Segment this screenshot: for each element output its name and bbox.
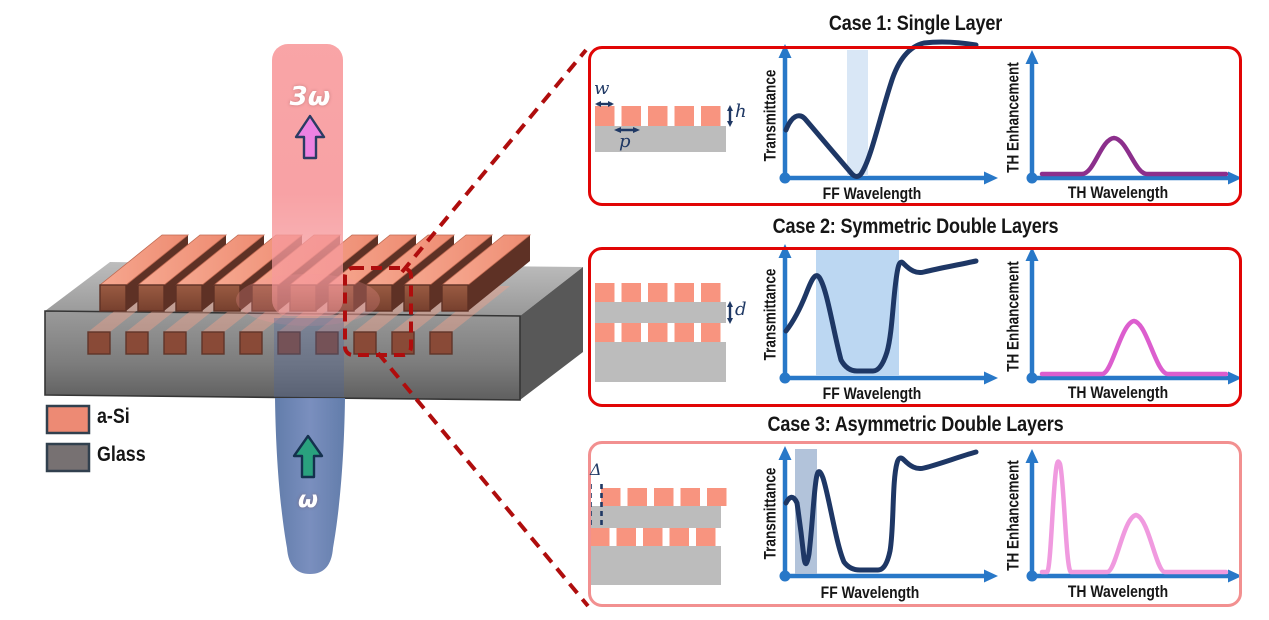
case1-transmittance-axis-label: Transmittance xyxy=(762,54,781,177)
schematic-a-si-square xyxy=(675,106,695,126)
plot-axis-set xyxy=(779,44,999,185)
case2-th-enhancement-axis-label: TH Enhancement xyxy=(1005,255,1024,378)
case2-spacer-label: d xyxy=(735,299,747,320)
case1-schematic xyxy=(595,101,733,152)
embedded-bar-front xyxy=(126,332,148,354)
schematic-a-si-square xyxy=(643,528,663,546)
case2-th-wavelength-axis-label: TH Wavelength xyxy=(1036,383,1200,403)
schematic-a-si-square xyxy=(707,488,727,506)
schematic-a-si-square xyxy=(590,528,610,546)
embedded-bar-front xyxy=(164,332,186,354)
case2-dimension-arrows xyxy=(727,301,733,324)
embedded-bar-front xyxy=(202,332,224,354)
case2-ff-wavelength-axis-label: FF Wavelength xyxy=(790,384,954,404)
schematic-a-si-square xyxy=(648,283,668,302)
schematic-a-si-square xyxy=(648,323,668,342)
case3-th-enhancement-axis-label: TH Enhancement xyxy=(1005,454,1024,577)
top-bar-front xyxy=(404,285,430,311)
schematic-a-si-square xyxy=(648,106,668,126)
input-beam-through-glass xyxy=(274,318,344,397)
case2-schematic xyxy=(595,283,733,382)
schematic-a-si-square xyxy=(595,323,615,342)
schematic-a-si-square xyxy=(622,283,642,302)
case3-ff-wavelength-axis-label: FF Wavelength xyxy=(788,583,952,603)
schematic-a-si-square xyxy=(654,488,674,506)
schematic-a-si-square xyxy=(622,323,642,342)
case3-transmittance-axis-label: Transmittance xyxy=(762,452,781,575)
top-bar-front xyxy=(214,285,240,311)
schematic-a-si-square xyxy=(675,283,695,302)
case1-transmittance-curve xyxy=(786,42,976,177)
case2-title: Case 2: Symmetric Double Layers xyxy=(634,215,1197,239)
schematic-a-si-square xyxy=(617,528,637,546)
schematic-a-si-square xyxy=(701,283,721,302)
case2-transmittance-axis-label: Transmittance xyxy=(762,253,781,376)
top-bar-front xyxy=(442,285,468,311)
top-bar-front xyxy=(176,285,202,311)
schematic-a-si-square xyxy=(628,488,648,506)
case3-schematic xyxy=(590,484,727,585)
schematic-a-si-square xyxy=(595,106,615,126)
case1-resonance-band xyxy=(847,50,868,176)
schematic-a-si-square xyxy=(601,488,621,506)
case1-th-enhancement-axis-label: TH Enhancement xyxy=(1005,56,1024,179)
top-bar-front xyxy=(138,285,164,311)
case1-width-label: w xyxy=(594,78,609,99)
legend-swatch-a-si xyxy=(47,406,89,433)
case2-th-enhancement-curve xyxy=(1042,321,1226,374)
input-beam xyxy=(275,398,345,574)
schematic-a-si-square xyxy=(681,488,701,506)
embedded-bar-front xyxy=(88,332,110,354)
output-beam-label: 3ω xyxy=(280,82,340,112)
case3-th-enhancement-curve xyxy=(1042,462,1226,573)
schematic-a-si-square xyxy=(701,106,721,126)
schematic-a-si-square xyxy=(696,528,716,546)
legend-label-a-si: a-Si xyxy=(97,405,130,429)
schematic-a-si-square xyxy=(675,323,695,342)
schematic-a-si-square xyxy=(595,283,615,302)
top-bar-front xyxy=(100,285,126,311)
case1-height-label: h xyxy=(735,101,747,122)
embedded-bar-front xyxy=(354,332,376,354)
case3-th-wavelength-axis-label: TH Wavelength xyxy=(1036,582,1200,602)
zoom-connector-line-top xyxy=(402,50,586,272)
plot-axis-set xyxy=(1026,247,1243,385)
case3-offset-label: Δ xyxy=(590,460,602,479)
legend-swatch-glass xyxy=(47,444,89,471)
embedded-bar-front xyxy=(430,332,452,354)
schematic-a-si-square xyxy=(622,106,642,126)
case3-title: Case 3: Asymmetric Double Layers xyxy=(634,413,1197,437)
legend-label-glass: Glass xyxy=(97,443,146,467)
schematic-a-si-square xyxy=(701,323,721,342)
schematic-a-si-square xyxy=(670,528,690,546)
case1-th-wavelength-axis-label: TH Wavelength xyxy=(1036,183,1200,203)
embedded-bar-front xyxy=(240,332,262,354)
case1-title: Case 1: Single Layer xyxy=(634,12,1197,36)
case1-ff-wavelength-axis-label: FF Wavelength xyxy=(790,184,954,204)
case1-th-enhancement-curve xyxy=(1042,138,1226,174)
input-beam-label: ω xyxy=(283,487,333,513)
case1-period-label: p xyxy=(619,131,631,152)
